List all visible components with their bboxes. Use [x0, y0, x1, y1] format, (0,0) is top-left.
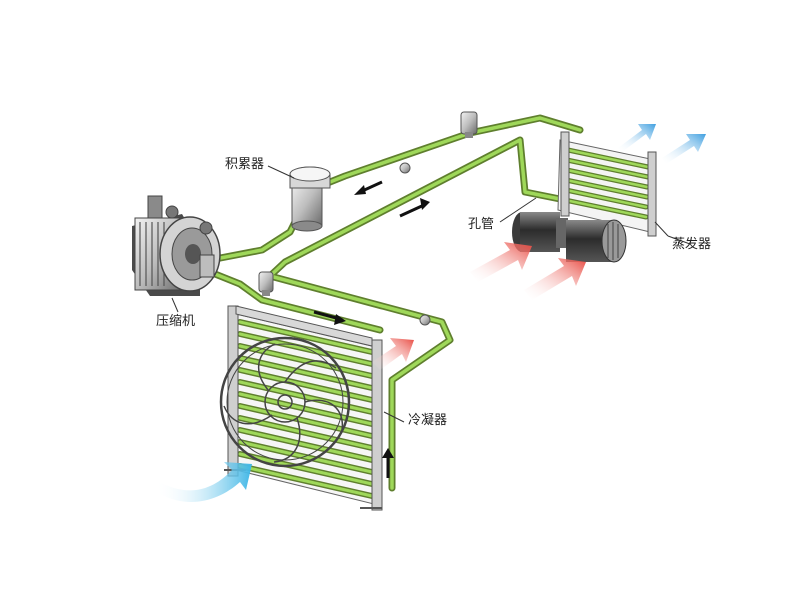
leader-lines: [171, 165, 691, 423]
hot-air-arrow-icon: [524, 258, 586, 300]
pressure-switch-icon: [399, 162, 411, 174]
evaporator-label: 蒸发器: [672, 237, 712, 252]
condenser-coil-pass: [238, 404, 374, 438]
evaporator-icon: [557, 131, 669, 237]
flow-arrow-icon: [382, 448, 394, 478]
condenser-coil-pass: [238, 464, 374, 498]
compressor-icon: [132, 195, 221, 296]
condenser-coil-pass: [238, 320, 374, 354]
condenser-coil-pass: [238, 392, 374, 426]
flow-arrow-icon: [354, 180, 383, 195]
flow-arrow-icon: [399, 198, 430, 218]
condenser-label: 冷凝器: [408, 413, 448, 428]
compressor-label: 压缩机: [156, 314, 196, 329]
condenser-icon: [224, 305, 383, 511]
condenser-coil-pass: [238, 332, 374, 366]
condenser-coil-pass: [238, 356, 374, 390]
accumulator-icon: [289, 166, 331, 232]
hot-air-arrow-icon: [470, 242, 532, 282]
pressure-switch-icon: [419, 314, 431, 326]
accumulator-label: 积累器: [225, 157, 265, 172]
condenser-coil-pass: [238, 440, 374, 474]
fan-icon: [219, 336, 351, 468]
condenser-coil-pass: [238, 344, 374, 378]
condenser-coil-pass: [238, 368, 374, 402]
condenser-coil-pass: [238, 428, 374, 462]
condenser-coil-pass: [238, 416, 374, 450]
hot-air-arrow-icon: [372, 338, 414, 370]
pressure-switch-icon: [460, 111, 478, 138]
cool-air-arrow-icon: [618, 124, 656, 152]
flow-arrow-icon: [313, 310, 346, 325]
cool-air-arrow-icon: [662, 134, 706, 164]
condenser-coil-pass: [238, 452, 374, 486]
orifice-tube-label: 孔管: [468, 217, 495, 232]
cool-air-arrow-icon: [156, 462, 252, 503]
pressure-switch-icon: [258, 271, 274, 296]
